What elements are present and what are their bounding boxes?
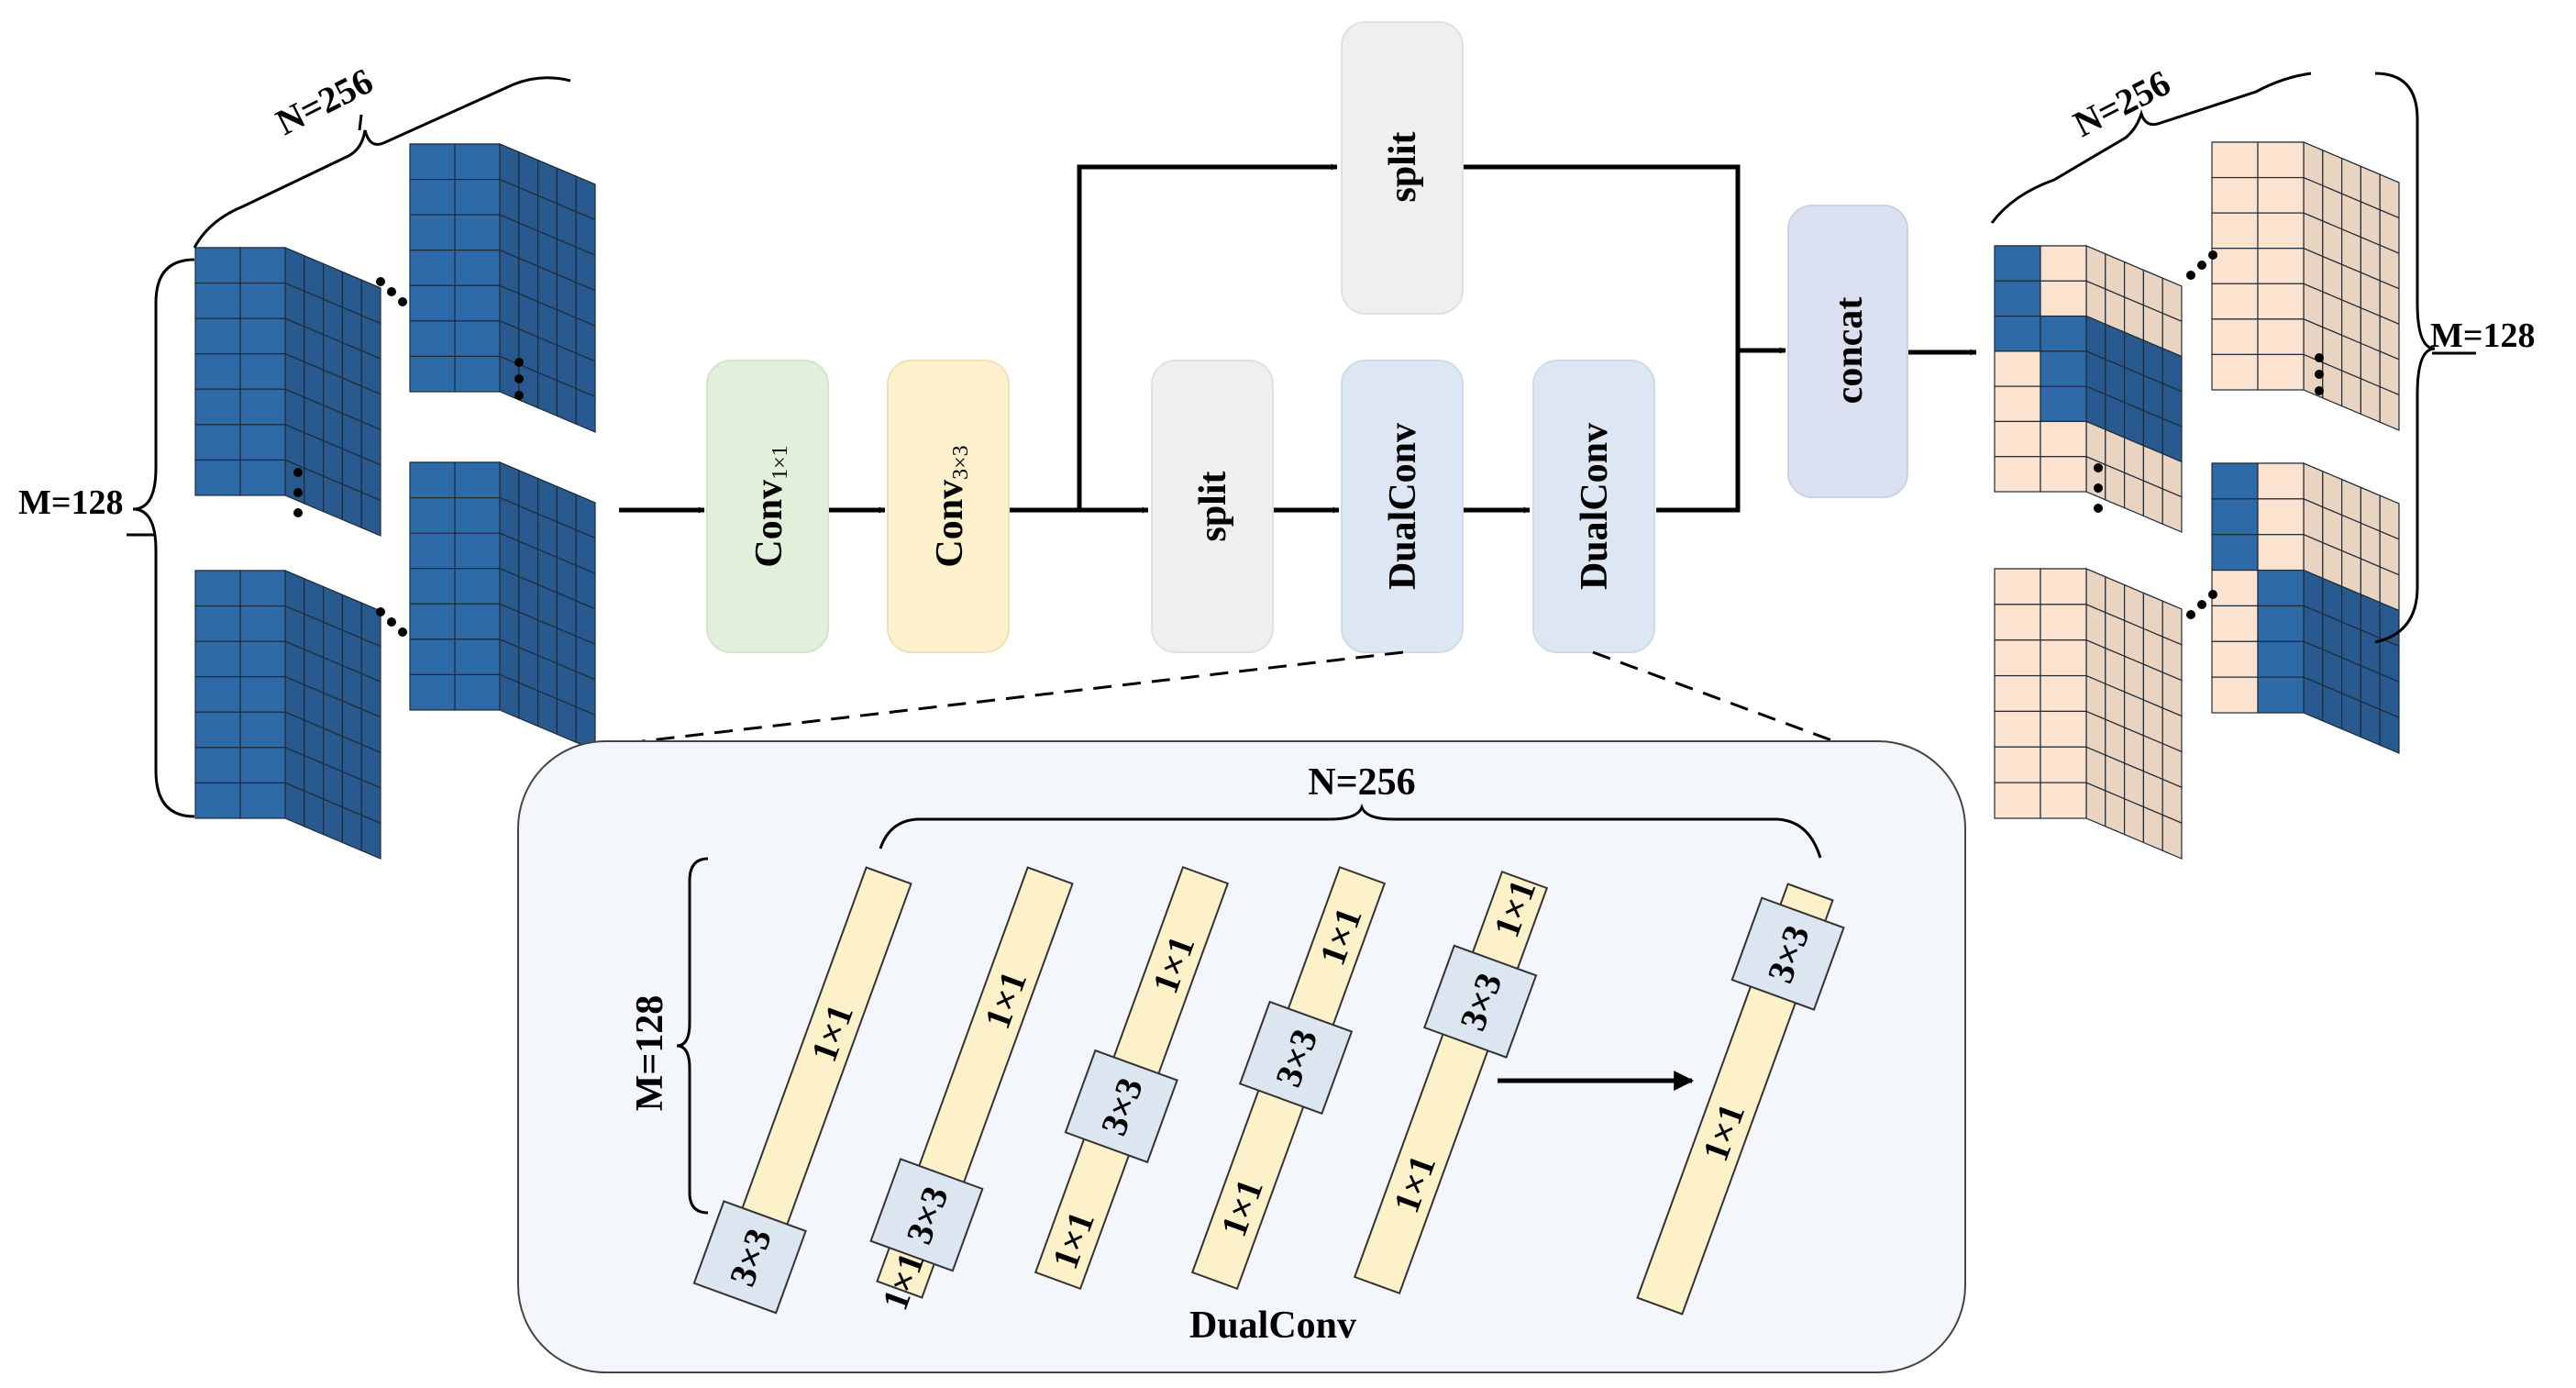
detail-bar-5: 3×31×11×1	[1353, 870, 1549, 1295]
output-n-label: N=256	[2067, 61, 2177, 145]
branch-to-top-split-arrow	[1077, 163, 1338, 510]
input-stack-bottom-left	[194, 570, 381, 860]
split-main-block[interactable]: split	[1151, 360, 1274, 653]
dualconv-2-label: DualConv	[1574, 423, 1616, 590]
input-stack-top-left	[194, 247, 381, 537]
detail-m-brace	[676, 857, 709, 1215]
conv1x1-block[interactable]: Conv1×1	[706, 360, 829, 653]
input-n-label: N=256	[270, 60, 380, 143]
output-ellipsis-dots	[2094, 250, 2324, 619]
input-n-brace	[193, 76, 571, 249]
detail-bar-3: 3×31×11×1	[1034, 865, 1230, 1291]
split-top-block[interactable]: split	[1341, 21, 1464, 315]
output-stack-bottom-right	[2211, 462, 2400, 754]
detail-channel-bars: 3×31×13×31×11×13×31×11×13×31×11×13×31×11…	[692, 865, 1845, 1316]
kernel-3x3-icon: 3×3	[692, 1200, 807, 1315]
concat-block[interactable]: concat	[1787, 205, 1908, 498]
detail-m-label: M=128	[629, 995, 671, 1112]
dualconv-block-2[interactable]: DualConv	[1532, 360, 1655, 653]
input-ellipsis-dots	[293, 277, 524, 637]
detail-n-brace	[879, 803, 1822, 859]
top-split-to-concat-line	[1464, 164, 1741, 513]
concat-label: concat	[1829, 297, 1871, 405]
detail-n-label: N=256	[1308, 761, 1415, 804]
detail-caption: DualConv	[1189, 1305, 1356, 1347]
output-stack-top-right	[2211, 141, 2400, 431]
input-stack-bottom-right	[409, 461, 596, 751]
split-main-label: split	[1192, 471, 1234, 541]
dualconv-detail-panel: N=256 M=128 3×31×13×31×11×13×31×11×13×31…	[517, 740, 1966, 1373]
kernel-3x3-icon: 3×3	[869, 1158, 984, 1272]
input-stack-top-right	[409, 143, 596, 433]
svg-text:Conv1×1: Conv1×1	[748, 445, 792, 567]
output-n-brace	[1990, 72, 2312, 224]
output-feature-map: M=128 N=256	[1990, 61, 2536, 860]
output-cube-stacks	[1994, 141, 2400, 860]
kernel-3x3-icon: 3×3	[1238, 1000, 1354, 1116]
kernel-3x3-icon: 3×3	[1064, 1049, 1178, 1164]
conv3x3-label: Conv	[929, 480, 971, 568]
zoom-line-left	[641, 650, 1404, 743]
pipeline: Conv1×1 Conv3×3 split split DualConv Dua…	[619, 21, 1977, 743]
output-stack-top-left	[1994, 245, 2183, 533]
kernel-3x3-icon: 3×3	[1730, 896, 1845, 1011]
conv1x1-subscript: 1×1	[768, 445, 792, 480]
conv1x1-label: Conv	[748, 480, 790, 568]
conv3x3-block[interactable]: Conv3×3	[887, 360, 1010, 653]
kernel-3x3-icon: 3×3	[1422, 944, 1538, 1059]
conv3x3-subscript: 3×3	[949, 445, 973, 480]
split-top-label: split	[1382, 131, 1424, 202]
output-m-brace	[2374, 72, 2436, 644]
input-m-brace	[132, 258, 195, 818]
input-m-label: M=128	[18, 483, 124, 522]
output-m-label: M=128	[2430, 316, 2536, 355]
dualconv-block-1[interactable]: DualConv	[1341, 360, 1464, 653]
dualconv-1-label: DualConv	[1382, 423, 1424, 590]
output-stack-bottom-left	[1994, 568, 2183, 860]
input-feature-map: M=128 N=256	[18, 60, 596, 860]
svg-text:Conv3×3: Conv3×3	[929, 445, 973, 567]
input-cube-stacks	[194, 143, 596, 860]
zoom-line-right	[1592, 650, 1835, 743]
